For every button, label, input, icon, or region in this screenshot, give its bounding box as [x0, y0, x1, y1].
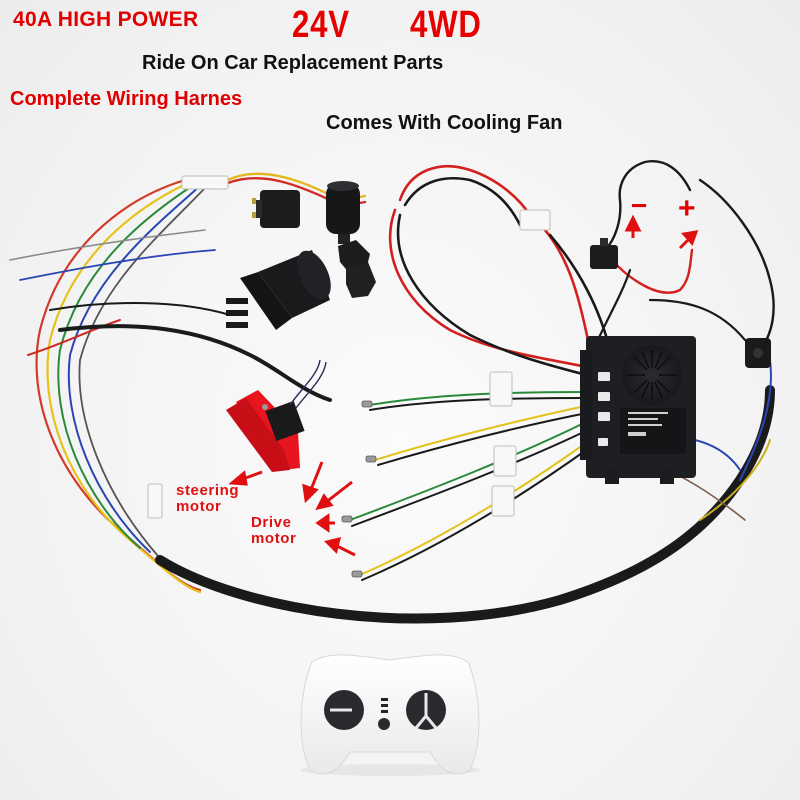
rocker-switch — [252, 190, 300, 228]
white-connectors — [147, 175, 551, 519]
headline-drive: 4WD — [410, 4, 482, 46]
motor-leads — [349, 391, 746, 581]
headline-subtitle: Ride On Car Replacement Parts — [142, 52, 444, 74]
headline-harness: Complete Wiring Harnes — [10, 88, 243, 110]
foot-pedal — [226, 359, 327, 472]
headline-voltage: 24V — [292, 4, 350, 46]
controller-box-with-cooling-fan — [580, 336, 696, 484]
steering-label-line1: steering — [176, 482, 240, 499]
ignition-key-switch — [326, 181, 376, 298]
power-leads — [388, 160, 775, 382]
drive-motor-label: Drive motor — [251, 515, 297, 547]
headline-power: 40A HIGH POWER — [13, 8, 199, 31]
remote-control — [300, 654, 480, 776]
drive-label-line1: Drive — [251, 514, 292, 531]
wire-loom — [9, 172, 775, 624]
annotation-arrows — [228, 214, 699, 557]
cooling-fan-vents — [627, 350, 677, 400]
terminal-lugs — [341, 400, 377, 578]
steering-label-line2: motor — [176, 498, 222, 515]
wire-connector-plug — [181, 175, 229, 190]
steering-motor-label: steering motor — [176, 483, 239, 515]
gear-shifter-switch — [226, 250, 331, 330]
power-toggle-switch — [590, 238, 618, 269]
drive-label-line2: motor — [251, 530, 297, 547]
controller-label-text — [628, 412, 668, 436]
remote-power-button — [378, 718, 390, 730]
charging-port — [745, 338, 771, 368]
positive-terminal-sign: + — [678, 192, 696, 225]
headline-cooling-fan: Comes With Cooling Fan — [326, 112, 563, 134]
arrow-drive-1 — [308, 461, 324, 493]
controller-ports — [598, 372, 610, 446]
negative-terminal-sign: − — [631, 190, 648, 221]
